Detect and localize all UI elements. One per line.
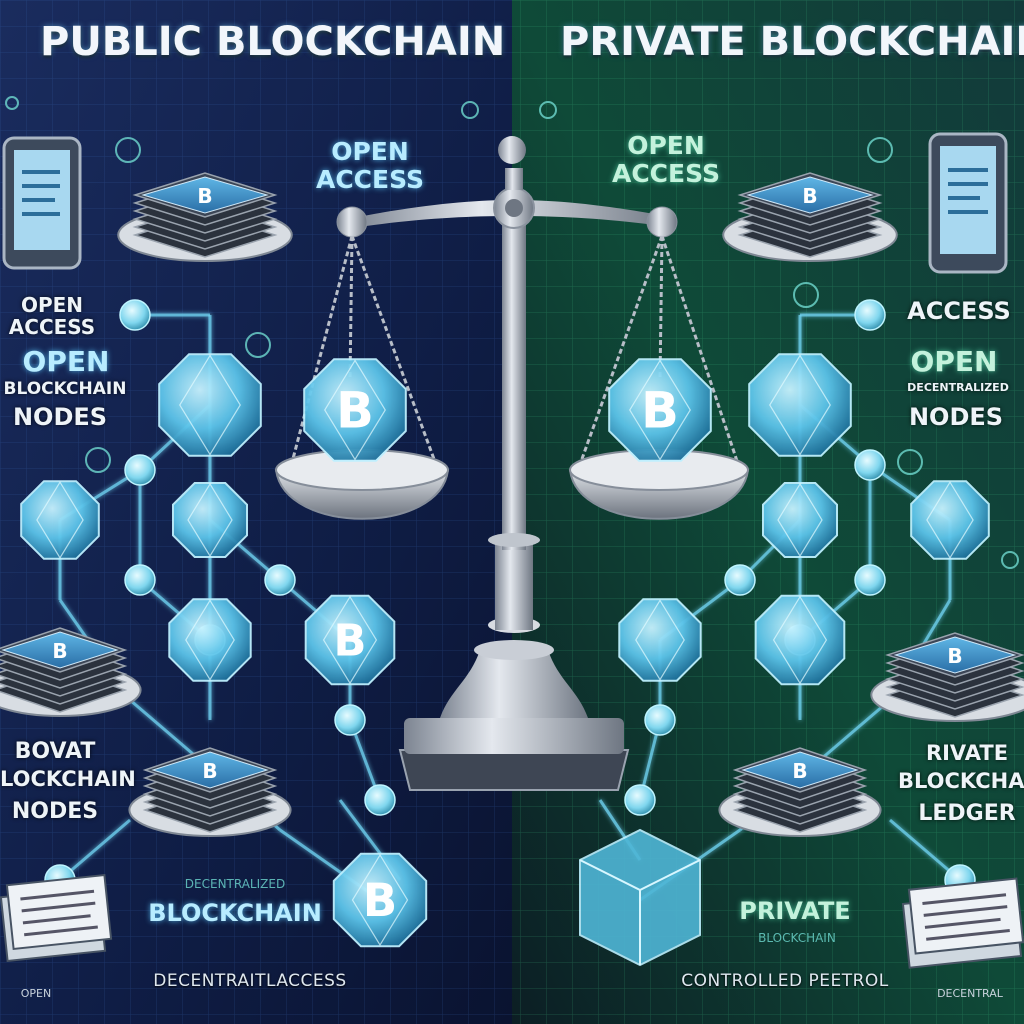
- label-rivate: RIVATE: [925, 741, 1009, 765]
- tablet-icon: [2, 136, 82, 270]
- cube-icon: [579, 828, 701, 967]
- ledger-stack: B: [870, 632, 1024, 722]
- label-open-access-left: OPEN ACCESS: [315, 137, 424, 194]
- label-blockcha: BLOCKCHA: [898, 769, 1024, 793]
- label-private: PRIVATE: [739, 897, 851, 925]
- coin-symbol: B: [947, 644, 962, 668]
- document-stack-icon: [901, 877, 1024, 969]
- coin-symbol: B: [334, 616, 367, 666]
- label-bovat: BOVAT: [14, 739, 96, 764]
- label-footer-right: CONTROLLED PEETROL: [681, 971, 889, 991]
- tablet-icon: [928, 132, 1008, 274]
- coin-symbol: B: [363, 874, 397, 927]
- label-open-right: OPEN: [910, 345, 998, 378]
- ledger-stack: B: [117, 172, 293, 262]
- label-open-access-right: OPEN ACCESS: [611, 131, 720, 188]
- crystal-node: [158, 353, 262, 457]
- node-orb: [334, 704, 366, 736]
- coin-symbol: B: [197, 184, 212, 208]
- label-blockchain-bottom-right: BLOCKCHAIN: [758, 931, 836, 945]
- node-orb: [624, 784, 656, 816]
- crystal-node: B: [332, 852, 428, 948]
- label-access-left: OPEN ACCESS: [8, 293, 96, 340]
- label-blockchain-left: BLOCKCHAIN: [3, 379, 127, 399]
- label-nodes-bottom-left: NODES: [11, 799, 99, 824]
- pan-crystal-right: B: [608, 358, 712, 462]
- coin-symbol: B: [52, 639, 67, 663]
- node-orb: [854, 299, 886, 331]
- label-corner-left: OPEN: [20, 987, 52, 1000]
- document-stack-icon: [0, 873, 113, 963]
- label-open-left: OPEN: [22, 345, 110, 378]
- crystal-node: [168, 598, 252, 682]
- crystal-node: [172, 482, 248, 558]
- label-blockchain-bottom-left: BLOCKCHAIN: [148, 899, 322, 927]
- coin-symbol: B: [792, 759, 807, 783]
- label-decentralized: DECENTRALIZED: [184, 877, 286, 891]
- crystal-node: [910, 480, 990, 560]
- ledger-stack: B: [718, 747, 882, 837]
- coin-symbol: B: [802, 184, 817, 208]
- node-orb: [854, 564, 886, 596]
- title-private-blockchains: PRIVATE BLOCKCHAINS: [560, 19, 1024, 65]
- node-orb: [264, 564, 296, 596]
- label-access-right: ACCESS: [907, 297, 1011, 325]
- label-footer-left: DECENTRAITLACCESS: [153, 971, 347, 991]
- ledger-stack: B: [128, 747, 292, 837]
- crystal-node: [618, 598, 702, 682]
- label-decentralized-right: DECENTRALIZED: [907, 381, 1009, 394]
- label-ledger: LEDGER: [918, 801, 1016, 826]
- label-lockchain: LOCKCHAIN: [0, 767, 136, 791]
- balance-scale: [274, 136, 750, 791]
- pan-crystal-left: B: [303, 358, 407, 462]
- node-orb: [119, 299, 151, 331]
- node-orb: [644, 704, 676, 736]
- coin-symbol: B: [202, 759, 217, 783]
- label-nodes-right: NODES: [908, 403, 1004, 431]
- crystal-node: [754, 594, 846, 686]
- label-corner-right: DECENTRAL: [937, 987, 1003, 1000]
- crystal-node: B: [304, 594, 396, 686]
- node-orb: [364, 784, 396, 816]
- crystal-node: [762, 482, 838, 558]
- coin-symbol: B: [336, 382, 374, 440]
- title-public-blockchain: PUBLIC BLOCKCHAIN: [40, 19, 506, 65]
- label-nodes-left: NODES: [12, 403, 108, 431]
- ledger-stack: B: [0, 627, 142, 717]
- node-orb: [724, 564, 756, 596]
- node-orb: [124, 454, 156, 486]
- node-orb: [854, 449, 886, 481]
- coin-symbol: B: [641, 382, 679, 440]
- emblem-icons: [5, 96, 1019, 569]
- node-orb: [124, 564, 156, 596]
- crystal-node: [20, 480, 100, 560]
- ledger-stack: B: [722, 172, 898, 262]
- crystal-node: [748, 353, 852, 457]
